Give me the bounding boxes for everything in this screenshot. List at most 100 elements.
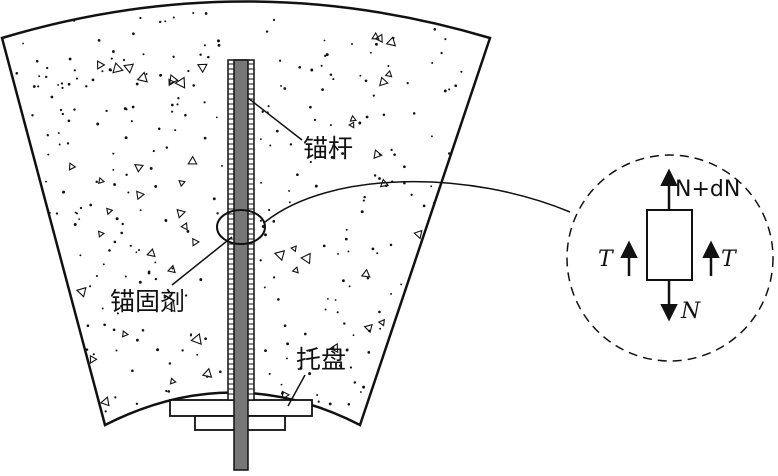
rock-speck xyxy=(395,337,399,340)
rock-speck xyxy=(432,287,436,291)
rock-speck xyxy=(18,255,21,258)
rock-speck xyxy=(421,315,424,318)
rock-speck xyxy=(125,108,128,111)
rock-speck xyxy=(176,103,179,106)
rock-pebble xyxy=(291,266,299,274)
rock-speck xyxy=(261,110,264,113)
rock-pebble xyxy=(14,403,22,411)
rock-speck xyxy=(434,339,438,343)
rock-speck xyxy=(15,349,18,352)
rock-speck xyxy=(308,349,312,352)
rock-pebble xyxy=(374,33,383,44)
rock-speck xyxy=(184,113,187,117)
rock-speck xyxy=(111,50,115,53)
rock-pebble xyxy=(75,286,87,298)
rock-speck xyxy=(170,103,174,107)
rock-speck xyxy=(330,155,334,159)
zoom-circle xyxy=(566,154,774,362)
rock-speck xyxy=(171,267,174,270)
rock-speck xyxy=(477,342,481,346)
rock-speck xyxy=(73,108,76,111)
rock-speck xyxy=(259,219,262,222)
rock-speck xyxy=(419,405,423,409)
rock-speck xyxy=(67,119,71,123)
rock-speck xyxy=(351,43,353,46)
rock-speck xyxy=(378,177,381,180)
rock-speck xyxy=(50,95,54,99)
rock-speck xyxy=(168,362,172,365)
rock-speck xyxy=(467,11,471,15)
rock-speck xyxy=(135,251,138,254)
rock-pebble xyxy=(82,377,95,389)
leader-to-zoom xyxy=(264,180,571,223)
rock-speck xyxy=(430,135,433,138)
rock-speck xyxy=(464,9,467,12)
rock-pebble xyxy=(174,76,186,89)
rock-speck xyxy=(212,197,216,201)
rock-speck xyxy=(89,285,92,288)
rock-speck xyxy=(373,174,377,177)
rock-pebble xyxy=(290,245,297,253)
rock-speck xyxy=(189,334,192,337)
anchor-bolt-rod xyxy=(233,59,249,471)
rock-speck xyxy=(73,19,76,22)
rock-speck xyxy=(268,372,271,375)
rock-speck xyxy=(369,51,372,54)
rock-speck xyxy=(113,183,117,186)
rock-speck xyxy=(371,247,375,251)
rock-speck xyxy=(412,112,416,115)
rock-speck xyxy=(439,280,443,283)
rock-speck xyxy=(165,146,169,149)
rock-speck xyxy=(349,366,353,369)
rock-speck xyxy=(73,69,76,72)
rock-speck xyxy=(418,381,422,385)
rock-speck xyxy=(479,198,482,201)
rock-speck xyxy=(164,219,168,222)
element-highlight-ellipse xyxy=(216,209,266,245)
rock-speck xyxy=(78,218,81,221)
rock-speck xyxy=(326,297,329,300)
rock-speck xyxy=(129,244,132,247)
rock-speck xyxy=(154,184,158,188)
rock-speck xyxy=(172,55,175,58)
rock-speck xyxy=(440,51,443,55)
rock-pebble xyxy=(99,396,110,407)
rock-speck xyxy=(163,296,167,299)
rock-speck xyxy=(138,280,142,284)
rock-speck xyxy=(192,11,195,15)
rock-speck xyxy=(75,212,78,215)
rock-pebble xyxy=(329,342,339,354)
rock-speck xyxy=(298,65,302,69)
rock-speck xyxy=(364,79,368,83)
rock-speck xyxy=(376,252,379,255)
rock-speck xyxy=(314,184,318,188)
rock-speck xyxy=(217,43,221,47)
rock-speck xyxy=(28,153,31,156)
rock-pebble xyxy=(349,114,358,122)
rock-pebble xyxy=(136,71,148,83)
rock-pebble xyxy=(89,354,98,364)
rock-speck xyxy=(280,383,283,386)
rock-speck xyxy=(264,349,267,353)
rock-speck xyxy=(3,208,7,211)
rock-speck xyxy=(272,220,276,223)
rock-speck xyxy=(196,353,199,356)
rock-pebble xyxy=(35,388,45,398)
rock-speck xyxy=(85,348,89,351)
rock-speck xyxy=(427,306,431,309)
rock-speck xyxy=(97,39,101,42)
rock-speck xyxy=(386,361,390,364)
rock-speck xyxy=(483,269,487,272)
rock-speck xyxy=(62,190,66,194)
rock-speck xyxy=(89,203,93,207)
rock-pebble xyxy=(384,69,393,78)
rock-speck xyxy=(363,195,366,199)
rock-speck xyxy=(452,231,456,235)
rock-speck xyxy=(404,313,407,316)
rock-speck xyxy=(68,57,72,61)
rock-speck xyxy=(359,74,362,77)
rock-pebble xyxy=(176,208,187,219)
rock-speck xyxy=(456,310,460,314)
